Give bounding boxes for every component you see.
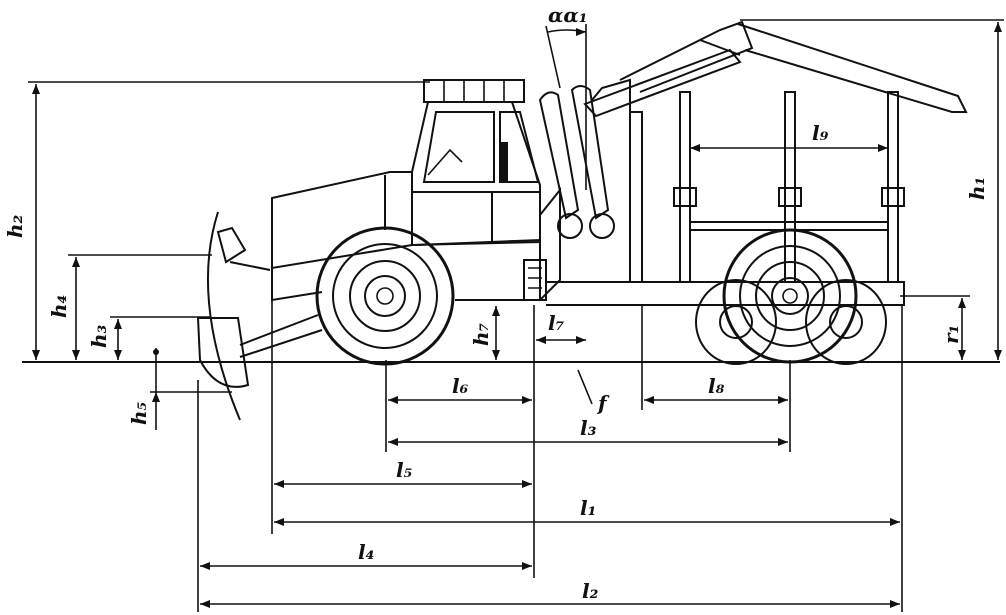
label-l9: l₉: [812, 121, 829, 145]
dimension-lines: [28, 19, 1004, 612]
label-h1: h₁: [965, 177, 989, 200]
label-alpha: αα₁: [548, 3, 588, 27]
label-l8: l₈: [708, 374, 725, 398]
label-h4: h₄: [47, 295, 71, 318]
label-l7: l₇: [548, 311, 565, 335]
label-l4: l₄: [358, 540, 374, 564]
label-h2: h₂: [3, 214, 27, 238]
label-l2: l₂: [582, 579, 599, 603]
label-h5: h₅: [127, 401, 151, 425]
label-r1: r₁: [939, 325, 963, 344]
articulation-joint: [523, 259, 547, 301]
front-blade: [196, 211, 323, 421]
load-bunks: [673, 91, 905, 283]
label-l1: l₁: [580, 496, 596, 520]
cab: [411, 79, 541, 247]
forwarder-machine: [196, 20, 968, 421]
label-l6: l₆: [452, 374, 469, 398]
label-f: f: [596, 391, 610, 415]
f-leader: [577, 369, 593, 405]
loader-crane: [538, 20, 968, 282]
label-l3: l₃: [580, 416, 597, 440]
engine-hood: [271, 171, 413, 270]
label-h3: h₃: [87, 324, 111, 348]
front-wheel: [315, 226, 455, 366]
rear-bogie: [695, 228, 887, 365]
dimension-labels: αα₁ l₉ h₁ h₂ h₄ h₃ h₅ h₇ r₁ l₇ f l₆ l₈ l…: [3, 3, 989, 603]
label-h7: h₇: [469, 322, 493, 346]
label-l5: l₅: [396, 458, 413, 482]
